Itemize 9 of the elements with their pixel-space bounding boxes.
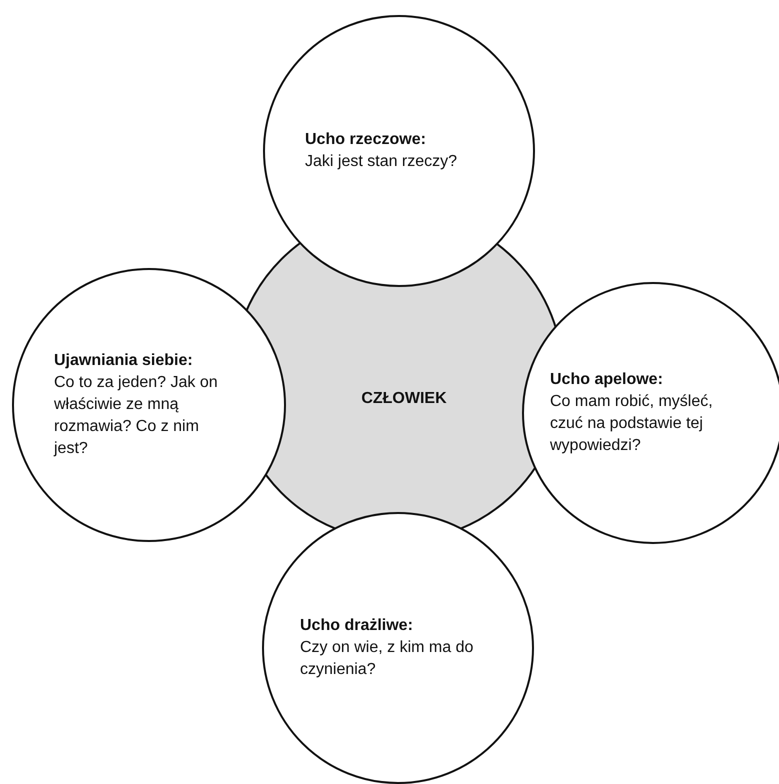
circle-heading: Ucho rzeczowe: xyxy=(305,130,426,150)
circle-text: Czy on wie, z kim ma do czynienia? xyxy=(300,638,474,680)
circle-text: Jaki jest stan rzeczy? xyxy=(305,152,458,172)
circle-text: Co mam robić, myśleć, czuć na podstawie tej wypowiedzi? xyxy=(550,392,714,456)
circle-text: Co to za jeden? Jak on właściwie ze mną rozmawia? Co z nim jest? xyxy=(54,373,219,459)
circle-heading: Ujawniania siebie: xyxy=(54,351,193,371)
circle-heading: Ucho apelowe: xyxy=(550,370,663,390)
circle-heading: Ucho drażliwe: xyxy=(300,616,413,636)
circle-label: CZŁOWIEK xyxy=(361,389,447,409)
